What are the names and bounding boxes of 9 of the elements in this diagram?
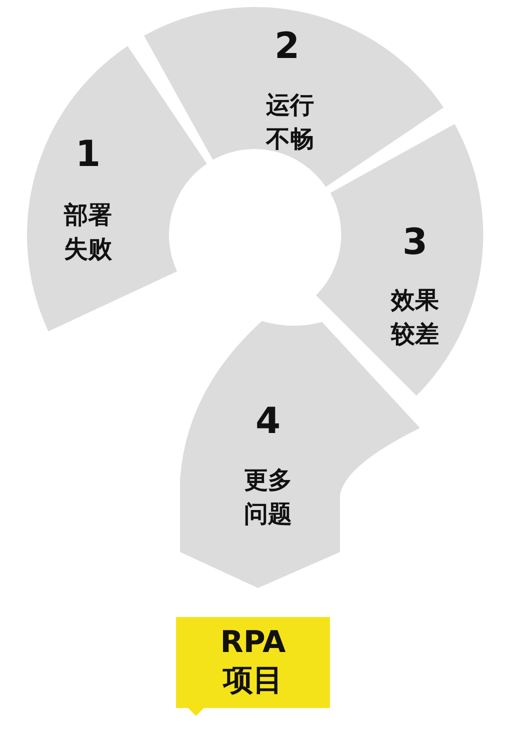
step-number: 2: [274, 26, 300, 67]
step-label: 部署失败: [62, 200, 113, 265]
step-number: 3: [402, 222, 428, 263]
step-number: 1: [75, 134, 101, 175]
step-label: 更多问题: [243, 465, 293, 530]
project-label: RPA项目: [219, 624, 287, 700]
step-label: 运行不畅: [264, 90, 315, 155]
step-label: 效果较差: [390, 284, 440, 350]
step-number: 4: [256, 402, 281, 442]
